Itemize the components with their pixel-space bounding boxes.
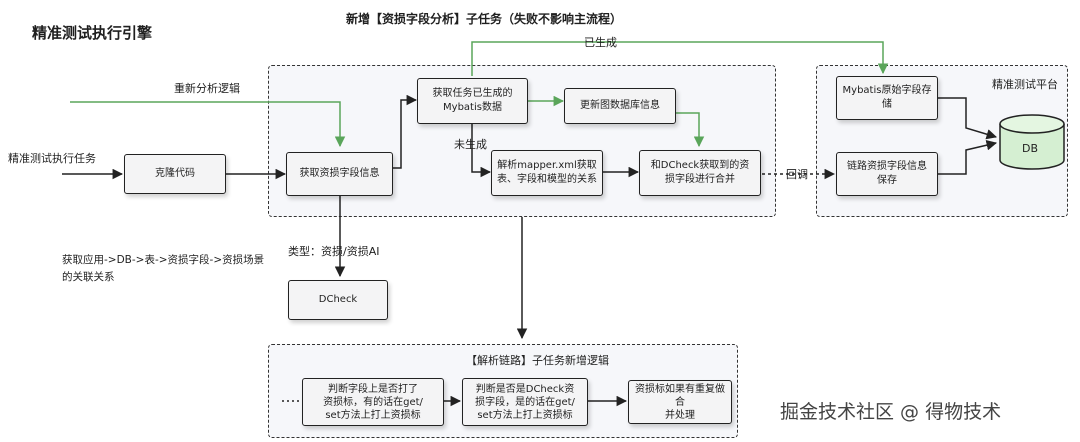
parse-mapper-text: 解析mapper.xml获取 表、字段和模型的关系 (497, 160, 597, 185)
relation-note: 获取应用->DB->表->资损字段->资损场景 的关联关系 (62, 254, 265, 283)
chain-title: 【解析链路】子任务新增逻辑 (466, 354, 609, 367)
get-fields-box: 获取资损字段信息 (286, 152, 393, 196)
reanalyze-label: 重新分析逻辑 (174, 82, 240, 95)
db-cylinder (999, 114, 1065, 170)
chain-step-3-text: 资损标如果有重复做合 并处理 (635, 383, 725, 421)
get-mybatis-text: 获取任务已生成的 Mybatis数据 (432, 88, 513, 113)
platform-title: 精准测试平台 (992, 78, 1058, 91)
page-title: 精准测试执行引擎 (32, 24, 153, 42)
chain-step-2-text: 判断是否是DCheck资 损字段，是的话在get/ set方法上打上资损标 (475, 383, 575, 421)
chain-step-3: 资损标如果有重复做合 并处理 (628, 380, 732, 424)
chain-step-1: 判断字段上是否打了 资损标，有的话在get/ set方法上打上资损标 (302, 378, 444, 426)
watermark: 掘金技术社区 @ 得物技术 (780, 401, 1002, 423)
chain-step-1-text: 判断字段上是否打了 资损标，有的话在get/ set方法上打上资损标 (323, 383, 423, 421)
merge-dcheck-text: 和DCheck获取到的资 损字段进行合并 (650, 160, 750, 185)
subtask-title: 新增【资损字段分析】子任务（失败不影响主流程） (346, 12, 623, 26)
generated-label: 已生成 (584, 36, 617, 49)
get-mybatis-box: 获取任务已生成的 Mybatis数据 (417, 78, 528, 124)
input-task-label: 精准测试执行任务 (8, 152, 96, 165)
merge-dcheck-box: 和DCheck获取到的资 损字段进行合并 (639, 150, 761, 196)
mybatis-raw-text: Mybatis原始字段存 储 (842, 85, 932, 110)
db-label: DB (1022, 142, 1039, 155)
callback-label: 回调 (786, 168, 808, 181)
dcheck-box: DCheck (288, 280, 388, 320)
link-fields-box: 链路资损字段信息 保存 (836, 152, 938, 196)
mybatis-raw-box: Mybatis原始字段存 储 (836, 76, 938, 120)
parse-mapper-box: 解析mapper.xml获取 表、字段和模型的关系 (491, 150, 603, 196)
clone-code-box: 克隆代码 (124, 154, 226, 194)
chain-step-2: 判断是否是DCheck资 损字段，是的话在get/ set方法上打上资损标 (462, 378, 588, 426)
link-fields-text: 链路资损字段信息 保存 (847, 161, 927, 186)
type-label: 类型：资损/资损AI (288, 245, 380, 258)
not-generated-label: 未生成 (454, 138, 487, 151)
update-graph-box: 更新图数据库信息 (564, 88, 676, 124)
